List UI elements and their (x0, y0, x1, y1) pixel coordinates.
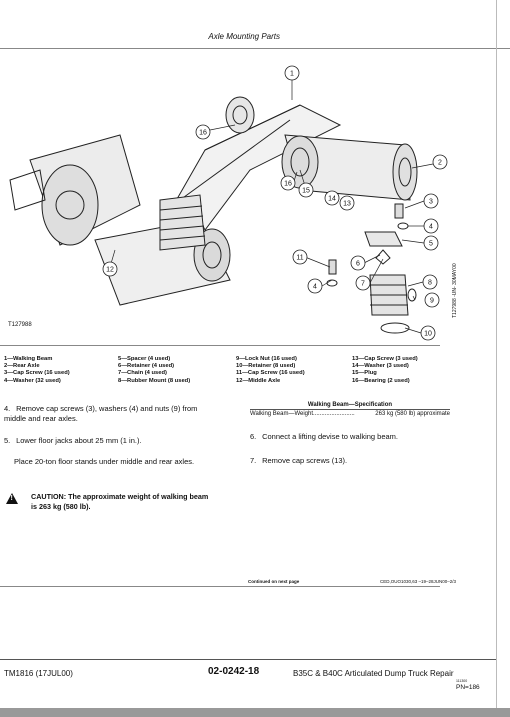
legend-col-3: 9—Lock Nut (16 used) 10—Retainer (8 used… (236, 356, 305, 385)
manual-number: TM1816 (17JUL00) (4, 669, 73, 678)
legend-item: 14—Washer (3 used) (352, 363, 409, 370)
svg-text:9: 9 (430, 298, 434, 305)
svg-text:11: 11 (296, 255, 303, 262)
footer-code: 111300 (456, 679, 468, 683)
callout-6: 6 (350, 255, 366, 271)
step-text: Place 20-ton floor stands under middle a… (14, 457, 195, 466)
callout-11: 11 (292, 249, 308, 265)
step-number: 4. (4, 404, 11, 413)
callout-1: 1 (284, 65, 300, 81)
legend-col-2: 5—Spacer (4 used) 6—Retainer (4 used) 7—… (118, 356, 190, 385)
svg-text:5: 5 (429, 241, 433, 248)
legend-col-4: 13—Cap Screw (3 used) 14—Washer (3 used)… (352, 356, 418, 385)
spec-label: Walking Beam—Weight.....................… (250, 411, 355, 417)
callout-14: 14 (324, 190, 340, 206)
callout-10: 10 (420, 325, 436, 341)
legend-item: 10—Retainer (8 used) (236, 363, 296, 370)
callout-16b: 16 (280, 175, 296, 191)
callout-4a: 4 (423, 218, 439, 234)
page-title: Axle Mounting Parts (208, 32, 280, 41)
page-pn: PN=186 (456, 684, 480, 691)
step-6: 6. Connect a lifting devise to walking b… (250, 432, 450, 442)
step-text: Lower floor jacks about 25 mm (1 in.). (16, 436, 142, 445)
step-4: 4. Remove cap screws (3), washers (4) an… (4, 404, 209, 424)
legend-item: 12—Middle Axle (236, 377, 281, 384)
legend-item: 15—Plug (352, 370, 377, 377)
document-code: CED,OUO1030,63 –19–28JUN00–2/3 (380, 579, 457, 584)
manual-title: B35C & B40C Articulated Dump Truck Repai… (293, 669, 454, 678)
step-text: Remove cap screws (13). (262, 456, 348, 465)
callout-3: 3 (423, 193, 439, 209)
spec-value: 263 kg (580 lb) approximate (375, 411, 450, 417)
bottom-bar (0, 708, 510, 717)
continued-note: Continued on next page (248, 579, 300, 584)
legend-item: 16—Bearing (2 used) (352, 377, 410, 384)
step-text: Remove cap screws (3), washers (4) and n… (4, 404, 198, 423)
callout-15: 15 (298, 182, 314, 198)
page-edge (496, 0, 497, 710)
svg-text:4: 4 (429, 224, 433, 231)
section-rule (0, 586, 440, 587)
svg-text:15: 15 (302, 188, 310, 195)
callout-7: 7 (355, 275, 371, 291)
step-number: 5. (4, 436, 11, 445)
callout-9: 9 (424, 292, 440, 308)
svg-text:13: 13 (343, 201, 351, 208)
svg-text:14: 14 (328, 196, 336, 203)
page-number: 02-0242-18 (208, 666, 260, 677)
axle-illustration: 1 16 2 16 15 14 13 3 4 5 11 6 7 8 4 9 10… (9, 65, 448, 341)
svg-text:10: 10 (424, 331, 432, 338)
spec-row: Walking Beam—Weight.....................… (250, 410, 450, 417)
svg-text:16: 16 (284, 181, 292, 188)
specification-table: Walking Beam—Specification Walking Beam—… (250, 402, 450, 417)
figure-id: T127988 (8, 322, 32, 328)
caution-text: CAUTION: The approximate weight of walki… (31, 492, 209, 511)
svg-text:6: 6 (356, 261, 360, 268)
callout-16a: 16 (195, 124, 211, 140)
svg-text:3: 3 (429, 199, 433, 206)
callout-5: 5 (423, 235, 439, 251)
legend-col-1: 1—Walking Beam 2—Rear Axle 3—Cap Screw (… (4, 356, 70, 385)
legend-item: 5—Spacer (4 used) (118, 356, 171, 362)
legend-item: 1—Walking Beam (4, 356, 53, 362)
step-5: 5. Lower floor jacks about 25 mm (1 in.)… (4, 436, 209, 446)
legend-item: 9—Lock Nut (16 used) (236, 356, 297, 362)
legend-item: 8—Rubber Mount (8 used) (118, 377, 191, 384)
callout-12: 12 (102, 261, 118, 277)
figure-side-code: T127988 -UN- 30MAY00 (452, 263, 458, 318)
svg-text:16: 16 (199, 130, 207, 137)
callout-8: 8 (422, 274, 438, 290)
callout-2: 2 (432, 154, 448, 170)
exploded-view-figure: 1 16 2 16 15 14 13 3 4 5 11 6 7 8 4 9 10… (0, 50, 448, 346)
svg-text:8: 8 (428, 280, 432, 287)
rubber-mount-drawing (159, 194, 206, 251)
step-7: 7. Remove cap screws (13). (250, 456, 450, 466)
header-rule (0, 48, 510, 49)
legend-item: 2—Rear Axle (4, 363, 40, 370)
svg-text:12: 12 (106, 267, 114, 274)
callout-4b: 4 (307, 278, 323, 294)
svg-text:1: 1 (290, 71, 294, 78)
legend-item: 11—Cap Screw (16 used) (236, 370, 305, 377)
warning-triangle-icon: ! (6, 493, 18, 504)
step-number: 7. (250, 456, 257, 465)
legend-item: 13—Cap Screw (3 used) (352, 356, 418, 362)
legend-item: 7—Chain (4 used) (118, 370, 167, 377)
callout-13: 13 (339, 195, 355, 211)
step-5-note: Place 20-ton floor stands under middle a… (14, 457, 209, 467)
spec-heading: Walking Beam—Specification (250, 402, 450, 410)
legend-item: 4—Washer (32 used) (4, 377, 61, 384)
footer-rule (0, 659, 496, 660)
step-number: 6. (250, 432, 257, 441)
step-text: Connect a lifting devise to walking beam… (262, 432, 399, 441)
svg-text:4: 4 (313, 284, 317, 291)
legend-item: 6—Retainer (4 used) (118, 363, 175, 370)
svg-text:2: 2 (438, 160, 442, 167)
legend-item: 3—Cap Screw (16 used) (4, 370, 70, 377)
svg-text:7: 7 (361, 281, 365, 288)
